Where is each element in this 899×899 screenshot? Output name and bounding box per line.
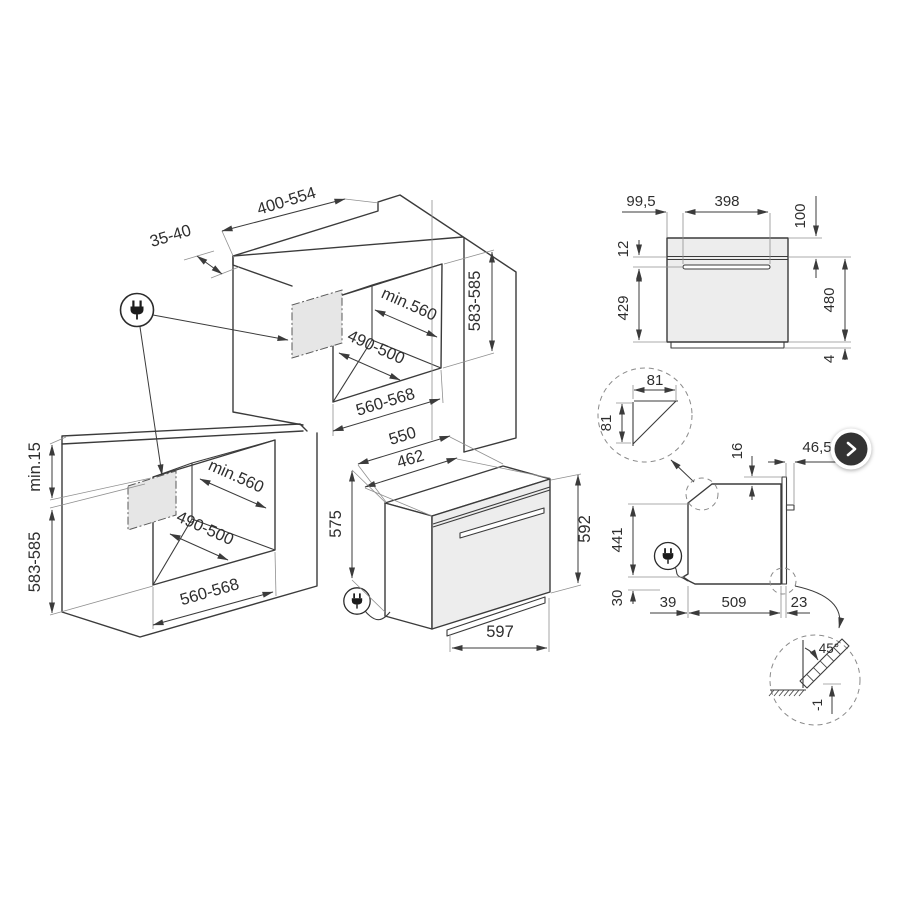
dim-label: 30: [609, 590, 626, 607]
dim-top-section: 100: [792, 196, 819, 278]
dim-oven-width: 597: [449, 598, 550, 652]
dim-label: 45°: [819, 641, 839, 656]
dim-label: 99,5: [626, 193, 655, 210]
dim-worktop-clearance: min.15: [26, 436, 152, 501]
dim-label: 429: [615, 295, 632, 320]
dim-handle-width: 398: [684, 193, 769, 215]
side-view-drawing: 16 46,5 441 30 39 509 23: [609, 439, 846, 629]
dim-label: 398: [714, 193, 739, 210]
dim-label: 509: [721, 594, 746, 611]
dim-chamfer-height: 81: [598, 402, 632, 444]
tall-unit-drawing: 400-554 35-40 min.560 490-500 560-568: [148, 184, 517, 453]
dim-label: 81: [598, 415, 615, 432]
oven-foot: [446, 596, 546, 637]
dim-niche-width-upper: 560-568: [332, 369, 444, 436]
front-view-drawing: 99,5 398 100 12 429 480: [615, 193, 851, 363]
dim-label: -1: [810, 699, 825, 711]
dim-door-section: 429: [615, 270, 642, 341]
dim-label: 39: [660, 594, 677, 611]
dim-door-top-gap: 16: [729, 443, 782, 500]
dim-handle-inset: 99,5: [622, 193, 667, 215]
dim-chamfer-width: 81: [632, 372, 677, 400]
dim-label: 81: [647, 372, 664, 389]
dim-lower-section: 480: [821, 258, 848, 341]
open-door: [799, 638, 850, 689]
dim-label: 597: [486, 623, 514, 641]
base-unit-outlet-area: [127, 470, 177, 531]
dim-niche-height-upper: 583-585: [442, 249, 495, 369]
dim-label: 583-585: [466, 271, 484, 332]
plug-icon: [653, 541, 683, 571]
dim-label: 560-568: [178, 575, 241, 609]
dim-rear-height: 441: [609, 503, 688, 591]
power-connection-callout: [119, 292, 289, 476]
oven-front-view: [666, 237, 789, 343]
dim-niche-depth-upper: min.560: [374, 284, 440, 338]
dim-niche-rear-width-upper: 490-500: [338, 327, 408, 381]
door-detail-drawing: 45° -1: [768, 634, 861, 726]
base-unit-drawing: min.15 583-585 min.560 490-500 560-568: [26, 423, 318, 638]
dim-label: 400-554: [255, 184, 318, 219]
detail-circle: [597, 367, 693, 463]
dim-label: min.560: [206, 456, 267, 496]
dim-base: 4: [821, 330, 848, 363]
dim-floor-clearance: -1: [810, 683, 841, 714]
oven-perspective-drawing: 550 462 575 592 597: [327, 424, 594, 652]
dim-oven-height-rear: 575: [327, 469, 387, 613]
dim-label: 441: [609, 527, 626, 552]
dim-bottom: 30: [609, 590, 636, 607]
chevron-right-icon: [846, 441, 857, 457]
dim-gap: 12: [615, 240, 642, 283]
chamfer-reference-circle: [685, 477, 719, 511]
plug-icon: [119, 292, 155, 328]
tall-unit-outlet-area: [291, 289, 343, 359]
dim-label: 575: [327, 510, 345, 538]
dim-label: min.15: [26, 442, 44, 492]
dim-label: 4: [821, 355, 838, 363]
dim-label: 490-500: [174, 508, 237, 549]
carousel-next-button[interactable]: [830, 428, 872, 470]
corner-detail-drawing: 81 81: [597, 367, 695, 483]
door-corner-reference-circle: [769, 567, 797, 595]
dim-label: 12: [615, 241, 632, 258]
dim-label: 583-585: [26, 532, 44, 593]
detail-circle: [769, 634, 861, 726]
dim-label: min.560: [379, 284, 440, 324]
worktop: [61, 423, 308, 445]
dim-label: 490-500: [345, 327, 408, 368]
handle-front: [682, 264, 771, 270]
dim-label: 46,5: [802, 439, 831, 456]
dim-label: 16: [729, 443, 746, 460]
dim-label: 23: [791, 594, 808, 611]
dim-niche-width-lower: 560-568: [152, 551, 277, 629]
oven-side-body: [682, 483, 782, 585]
dim-top-cutout-width: 400-554: [221, 184, 380, 259]
door-side: [781, 476, 788, 585]
dim-label: 550: [387, 424, 419, 449]
dim-label: 462: [395, 447, 427, 472]
dim-label: 35-40: [148, 221, 194, 251]
dim-oven-height-front: 592: [550, 473, 594, 594]
handle-side: [785, 504, 795, 511]
dim-niche-rear-width-lower: 490-500: [169, 508, 237, 561]
plug-icon: [342, 586, 372, 616]
oven-handle: [459, 507, 545, 539]
dim-bottom-chain: 39 509 23: [650, 586, 810, 618]
foot-front: [670, 342, 785, 349]
dim-niche-depth-lower: min.560: [199, 456, 267, 509]
dim-label: 100: [792, 203, 809, 228]
dim-niche-height-lower: 583-585: [26, 483, 154, 616]
dim-label: 592: [576, 515, 594, 543]
dim-label: 480: [821, 287, 838, 312]
dim-label: 560-568: [354, 385, 417, 420]
